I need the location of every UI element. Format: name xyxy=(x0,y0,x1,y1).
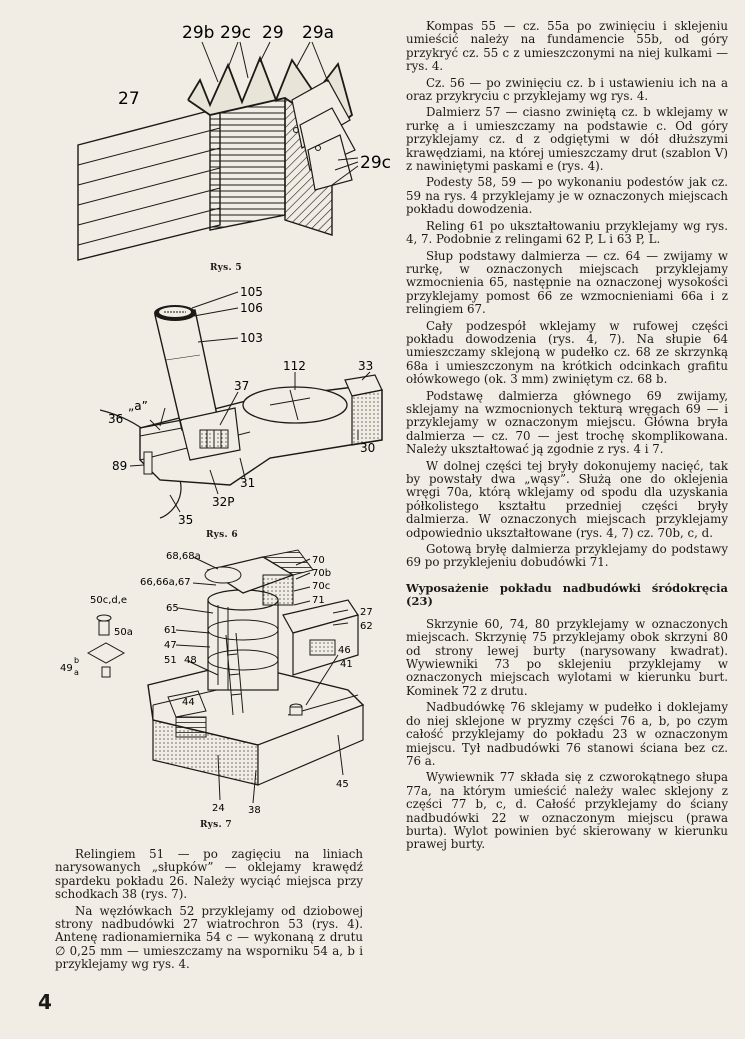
label-65: 65 xyxy=(166,603,179,614)
label-49-subscript: a xyxy=(74,668,79,677)
figure-caption-rys7: Rys. 7 xyxy=(200,820,232,830)
paragraph: Gotową bryłę dalmierza przyklejamy do po… xyxy=(406,542,728,570)
label-29c-top: 29c xyxy=(220,23,251,43)
label-27: 27 xyxy=(118,89,140,109)
label-35: 35 xyxy=(178,513,193,527)
label-41: 41 xyxy=(340,659,353,670)
label-31: 31 xyxy=(240,476,255,490)
label-24: 24 xyxy=(212,803,225,814)
paragraph: Kompas 55 — cz. 55a po zwinięciu i sklej… xyxy=(406,19,728,74)
label-89: 89 xyxy=(112,459,127,473)
label-70b: 70b xyxy=(312,568,331,579)
label-70: 70 xyxy=(312,555,325,566)
label-29: 29 xyxy=(262,23,284,43)
label-61: 61 xyxy=(164,625,177,636)
label-103: 103 xyxy=(240,331,263,345)
label-51: 51 xyxy=(164,655,177,666)
label-46: 46 xyxy=(338,645,351,656)
label-49-superscript: b xyxy=(74,656,79,665)
paragraph: Nadbudówkę 76 sklejamy w pudełko i dokle… xyxy=(406,700,728,768)
paragraph: Na węzłówkach 52 przyklejamy od dziobowe… xyxy=(55,903,363,972)
paragraph: Cały podzespół wklejamy w rufowej części… xyxy=(406,318,728,387)
right-column-text: Kompas 55 — cz. 55a po zwinięciu i sklej… xyxy=(406,19,728,855)
paragraph: Podesty 58, 59 — po wykonaniu podestów j… xyxy=(406,175,728,217)
label-27: 27 xyxy=(360,607,373,618)
label-47: 47 xyxy=(164,640,177,651)
paragraph: Wywiewnik 77 składa się z czworokątnego … xyxy=(406,770,728,852)
label-29b: 29b xyxy=(182,23,214,43)
page-number: 4 xyxy=(38,990,52,1014)
label-32p: 32P xyxy=(212,495,235,509)
label-a: „a” xyxy=(128,399,148,413)
label-48: 48 xyxy=(184,655,197,666)
figure-rys7-drawing: 68,68a 66,66a,67 70 70b 70c 71 50c,d,e 6… xyxy=(60,549,373,816)
label-68-68a: 68,68a xyxy=(166,551,201,562)
figure-caption-rys6: Rys. 6 xyxy=(206,530,238,540)
label-50a: 50a xyxy=(114,627,133,638)
figure-caption-rys5: Rys. 5 xyxy=(210,263,242,273)
label-45: 45 xyxy=(336,779,349,790)
label-106: 106 xyxy=(240,301,263,315)
label-66-66a-67: 66,66a,67 xyxy=(140,577,191,588)
paragraph: Cz. 56 — po zwinięciu cz. b i ustawieniu… xyxy=(406,75,728,104)
label-44: 44 xyxy=(182,697,195,708)
label-62: 62 xyxy=(360,621,373,632)
label-50cde: 50c,d,e xyxy=(90,595,127,606)
label-70c: 70c xyxy=(312,581,330,592)
figure-rys6-drawing: 105 106 103 112 33 „a” 37 36 30 89 31 32… xyxy=(100,285,383,527)
label-71: 71 xyxy=(312,595,325,606)
paragraph: Reling 61 po ukształtowaniu przyklejamy … xyxy=(406,218,728,247)
paragraph: Skrzynie 60, 74, 80 przyklejamy w oznacz… xyxy=(406,616,728,698)
label-49: 49 xyxy=(60,663,73,674)
label-36: 36 xyxy=(108,412,123,426)
label-37: 37 xyxy=(234,379,249,393)
label-105: 105 xyxy=(240,285,263,299)
label-29c-side: 29c xyxy=(360,153,391,173)
label-112: 112 xyxy=(283,359,306,373)
paragraph: W dolnej części tej bryły dokonujemy nac… xyxy=(406,458,728,540)
paragraph: Relingiem 51 — po zagięciu na liniach na… xyxy=(55,847,363,902)
label-29a: 29a xyxy=(302,23,334,43)
label-33: 33 xyxy=(358,359,373,373)
paragraph: Słup podstawy dalmierza — cz. 64 — zwija… xyxy=(406,248,728,317)
section-heading: Wyposażenie pokładu nadbudówki śródokręc… xyxy=(406,580,728,608)
label-30: 30 xyxy=(360,441,375,455)
paragraph: Dalmierz 57 — ciasno zwiniętą cz. b wkle… xyxy=(406,105,728,174)
paragraph: Podstawę dalmierza głównego 69 zwijamy, … xyxy=(406,388,728,457)
left-column-text: Relingiem 51 — po zagięciu na liniach na… xyxy=(55,847,363,975)
label-38: 38 xyxy=(248,805,261,816)
figure-rys5-drawing: 29b 29c 29 29a 27 29c xyxy=(77,23,391,261)
